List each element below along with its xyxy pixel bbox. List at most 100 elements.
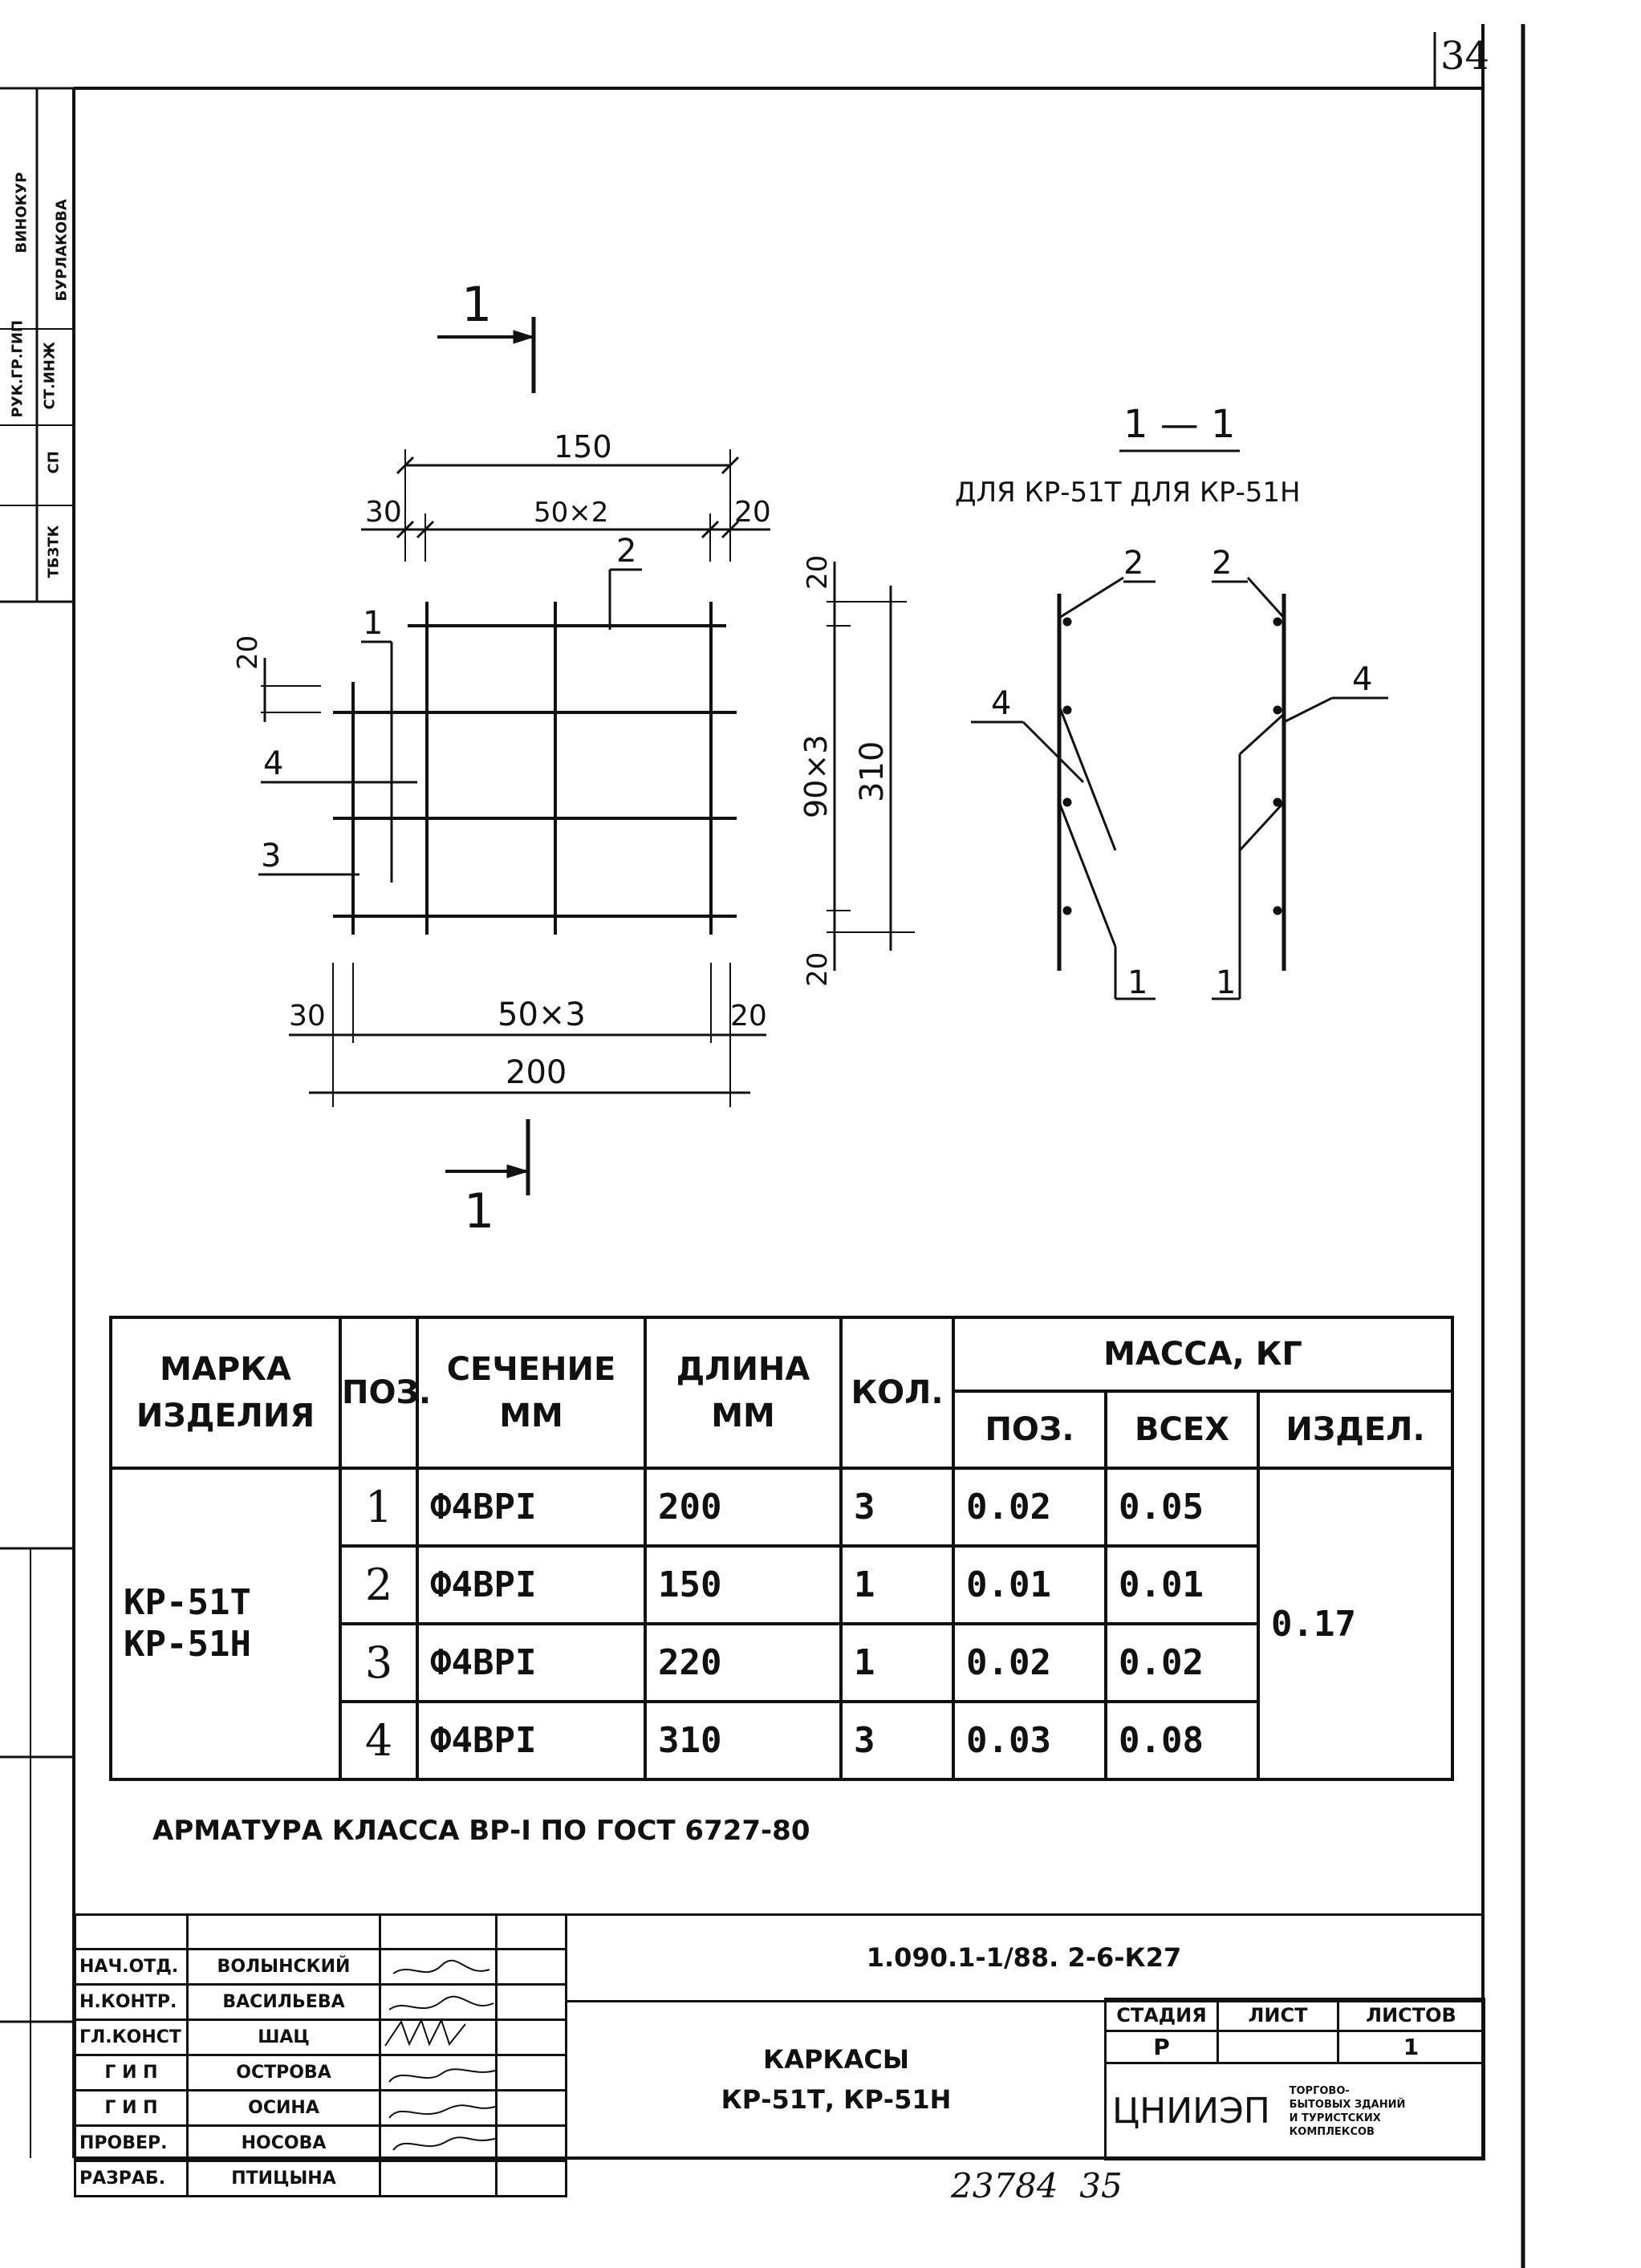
title-block-signatures: НАЧ.ОТД.ВОЛЫНСКИЙ Н.КОНТР.ВАСИЛЬЕВА ГЛ.К…: [74, 1913, 567, 2197]
section-pos4-right: 4: [1352, 661, 1372, 698]
row-qty: 1: [839, 1622, 955, 1703]
row-mass-all: 0.08: [1104, 1700, 1260, 1781]
section-title: 1 — 1: [1123, 402, 1236, 447]
row-mass-pos: 0.02: [952, 1467, 1107, 1548]
row-length: 220: [644, 1622, 843, 1703]
name: ПТИЦЫНА: [186, 2160, 381, 2197]
doc-title-1: КАРКАСЫ: [763, 2044, 909, 2075]
row-length: 310: [644, 1700, 843, 1781]
role: ПРОВЕР.: [74, 2124, 189, 2162]
row-length: 150: [644, 1544, 843, 1625]
sheet-value: [1217, 2030, 1339, 2064]
signature: [379, 2160, 498, 2197]
dim-top-left: 30: [365, 496, 402, 529]
dim-bottom-right: 20: [730, 1000, 767, 1033]
row-mass-all: 0.05: [1104, 1467, 1260, 1548]
header-section: СЕЧЕНИЕ ММ: [416, 1316, 647, 1470]
item-mark-cell: КР-51Т КР-51Н: [109, 1467, 342, 1781]
role: Г И П: [74, 2054, 189, 2092]
item-mass: 0.17: [1256, 1467, 1455, 1781]
item-mark-2: КР-51Н: [124, 1624, 251, 1665]
signature: [379, 2124, 498, 2162]
stage-stamp: СТАДИЯ ЛИСТ ЛИСТОВ Р 1 ЦНИИЭП ТОРГОВО-БЫ…: [1104, 1998, 1485, 2160]
row-pos: 2: [339, 1544, 419, 1625]
name: ШАЦ: [186, 2018, 381, 2056]
name: НОСОВА: [186, 2124, 381, 2162]
dim-top-total: 150: [554, 429, 612, 465]
mesh-drawing: 1 1 150 30 50×2 20 2 1 4 3 20 20 90×3: [232, 277, 1388, 1239]
dim-right-mid: 90×3: [798, 735, 834, 818]
org-sub: ТОРГОВО-БЫТОВЫХ ЗДАНИЙ И ТУРИСТСКИХ КОМП…: [1289, 2084, 1406, 2138]
dim-bottom-mid: 50×3: [498, 996, 586, 1033]
archive-number: 23784 35: [951, 2166, 1123, 2205]
organization: ЦНИИЭП ТОРГОВО-БЫТОВЫХ ЗДАНИЙ И ТУРИСТСК…: [1104, 2062, 1485, 2160]
header-mass: МАССА, КГ: [951, 1316, 1455, 1393]
header-length: ДЛИНА ММ: [644, 1316, 843, 1470]
row-pos: 1: [339, 1467, 419, 1548]
row-mass-all: 0.02: [1104, 1622, 1260, 1703]
reinforcement-note: АРМАТУРА КЛАССА ВР-I ПО ГОСТ 6727-80: [152, 1815, 810, 1847]
section-pos4-left: 4: [991, 685, 1011, 722]
row-section: Ф4ВРI: [416, 1544, 647, 1625]
section-subtitle: ДЛЯ КР-51Т ДЛЯ КР-51Н: [955, 477, 1301, 509]
header-mark: МАРКА ИЗДЕЛИЯ: [109, 1316, 342, 1470]
specification-table: МАРКА ИЗДЕЛИЯ ПОЗ. СЕЧЕНИЕ ММ ДЛИНА ММ К…: [109, 1316, 1455, 1781]
name: ОСТРОВА: [186, 2054, 381, 2092]
role: ГЛ.КОНСТ: [74, 2018, 189, 2056]
title-block-main: 1.090.1-1/88. 2-6-К27 КАРКАСЫ КР-51Т, КР…: [565, 1913, 1483, 2160]
row-section: Ф4ВРI: [416, 1467, 647, 1548]
signature: [379, 1948, 498, 1986]
section-mark-bottom: 1: [464, 1183, 494, 1239]
row-mass-pos: 0.02: [952, 1622, 1107, 1703]
dim-top-right: 20: [734, 496, 771, 529]
dim-bottom-left: 30: [289, 1000, 326, 1033]
org-name: ЦНИИЭП: [1112, 2091, 1270, 2132]
role: Г И П: [74, 2089, 189, 2127]
doc-code: 1.090.1-1/88. 2-6-К27: [565, 1916, 1483, 2002]
header-pos: ПОЗ.: [339, 1316, 431, 1470]
sheet-label: ЛИСТ: [1217, 1998, 1339, 2032]
header-qty: КОЛ.: [839, 1316, 955, 1470]
header-mass-all: ВСЕХ: [1104, 1390, 1260, 1470]
name: ВАСИЛЬЕВА: [186, 1983, 381, 2021]
pos2-label: 2: [616, 533, 636, 570]
name: ВОЛЫНСКИЙ: [186, 1948, 381, 1986]
row-section: Ф4ВРI: [416, 1622, 647, 1703]
row-qty: 3: [839, 1467, 955, 1548]
dim-left-top: 20: [232, 635, 264, 670]
row-section: Ф4ВРI: [416, 1700, 647, 1781]
section-mark-top: 1: [461, 277, 492, 333]
sheets-label: ЛИСТОВ: [1337, 1998, 1485, 2032]
role: Н.КОНТР.: [74, 1983, 189, 2021]
signatures: [384, 1959, 498, 2151]
row-mass-all: 0.01: [1104, 1544, 1260, 1625]
doc-title-2: КР-51Т, КР-51Н: [721, 2084, 952, 2115]
stage-value: Р: [1104, 2030, 1219, 2064]
pos4-label: 4: [263, 745, 283, 782]
row-pos: 4: [339, 1700, 419, 1781]
row-qty: 3: [839, 1700, 955, 1781]
sheets-value: 1: [1337, 2030, 1485, 2064]
dim-bottom-total: 200: [506, 1054, 567, 1091]
dim-right-top: 20: [802, 555, 834, 590]
role: РАЗРАБ.: [74, 2160, 189, 2197]
signature: [379, 1983, 498, 2021]
section-pos1-left: 1: [1127, 964, 1147, 1001]
stage-label: СТАДИЯ: [1104, 1998, 1219, 2032]
dim-top-mid: 50×2: [534, 497, 608, 529]
row-mass-pos: 0.03: [952, 1700, 1107, 1781]
pos1-label: 1: [363, 605, 383, 642]
row-qty: 1: [839, 1544, 955, 1625]
dim-right-total: 310: [854, 741, 891, 802]
header-mass-item: ИЗДЕЛ.: [1256, 1390, 1455, 1470]
row-pos: 3: [339, 1622, 419, 1703]
name: ОСИНА: [186, 2089, 381, 2127]
section-pos1-right: 1: [1216, 964, 1236, 1001]
header-mass-pos: ПОЗ.: [952, 1390, 1107, 1470]
section-pos2-left: 2: [1123, 545, 1143, 582]
role: НАЧ.ОТД.: [74, 1948, 189, 1986]
item-mark-1: КР-51Т: [124, 1582, 251, 1623]
section-pos2-right: 2: [1212, 545, 1232, 582]
pos3-label: 3: [261, 838, 281, 874]
row-length: 200: [644, 1467, 843, 1548]
